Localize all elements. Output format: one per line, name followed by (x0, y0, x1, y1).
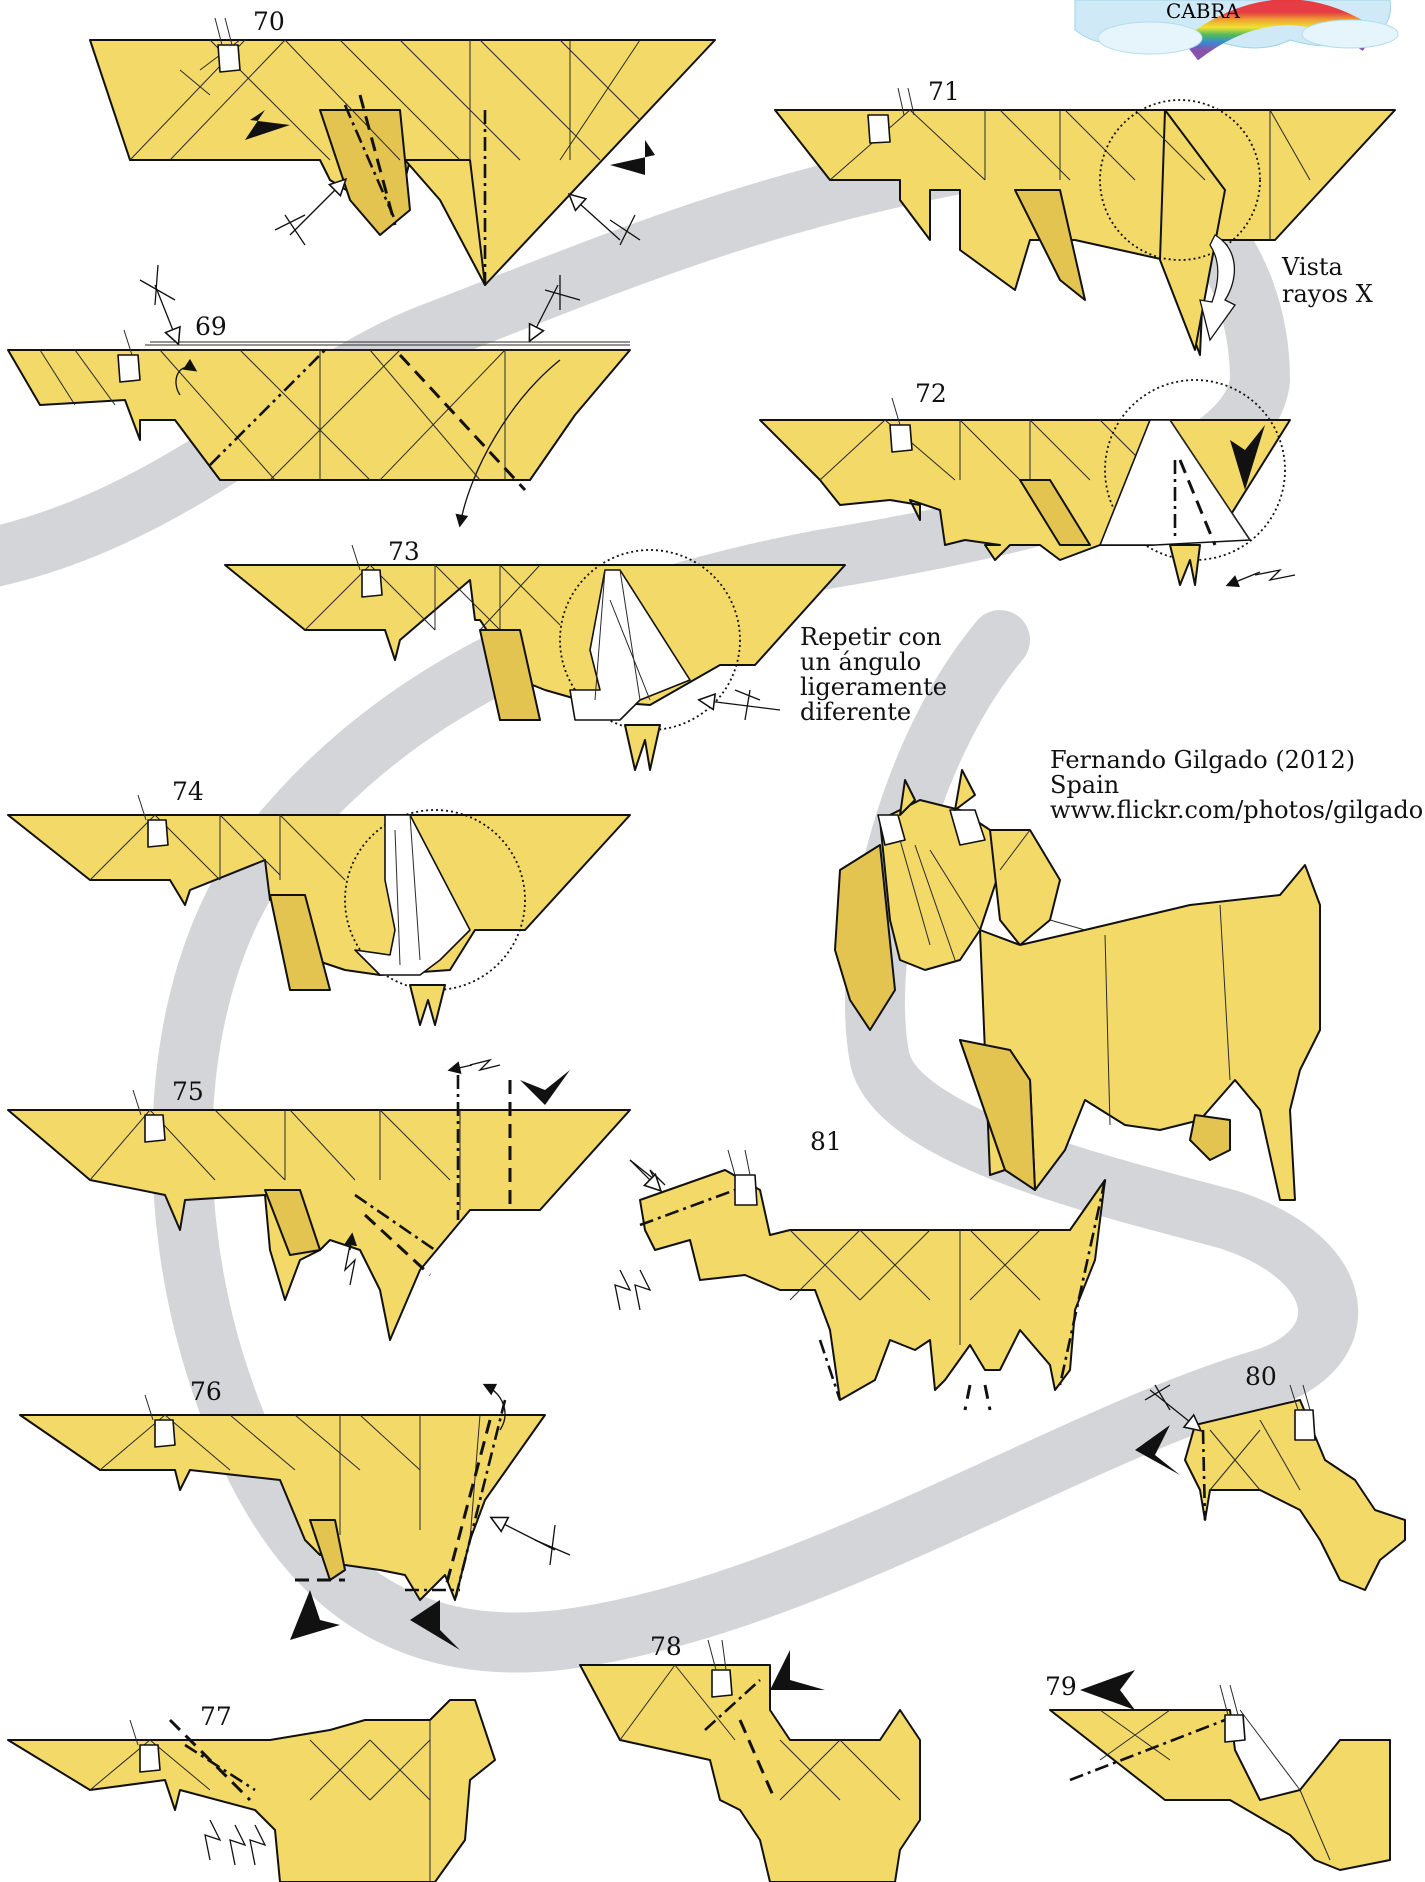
step-70-label: 70 (253, 7, 285, 36)
step-71-label: 71 (928, 77, 960, 106)
credit-author: Fernando Gilgado (2012) (1050, 746, 1355, 774)
step-80-label: 80 (1245, 1362, 1277, 1391)
step-69-label: 69 (195, 312, 227, 341)
repeat-note-line3: ligeramente (800, 673, 947, 701)
header-badge: CABRA (1075, 0, 1398, 54)
xray-note-line1: Vista (1281, 253, 1343, 281)
step-77-label: 77 (200, 1702, 232, 1731)
step-70-diagram: 70 (90, 7, 715, 285)
step-72-label: 72 (915, 379, 947, 408)
step-73-diagram: 73 Repetir con un ángulo ligeramente dif… (225, 537, 947, 770)
step-73-label: 73 (388, 537, 420, 566)
step-79-diagram: 79 (1045, 1670, 1390, 1870)
step-74-label: 74 (172, 777, 204, 806)
header-title: CABRA (1166, 0, 1241, 23)
step-75-diagram: 75 (8, 1060, 630, 1340)
step-76-label: 76 (190, 1377, 222, 1406)
repeat-note-line1: Repetir con (800, 623, 942, 651)
credit-country: Spain (1050, 771, 1119, 799)
step-74-diagram: 74 (8, 777, 630, 1025)
step-71-diagram: 71 Vista rayos X (775, 77, 1395, 355)
step-78-diagram: 78 (580, 1632, 920, 1882)
xray-note-line2: rayos X (1282, 280, 1373, 308)
step-75-label: 75 (172, 1077, 204, 1106)
step-79-label: 79 (1045, 1672, 1077, 1701)
step-81-label: 81 (810, 1127, 842, 1156)
repeat-note-line2: un ángulo (800, 648, 921, 676)
repeat-note-line4: diferente (800, 698, 911, 726)
step-78-label: 78 (650, 1632, 682, 1661)
step-76-diagram: 76 (20, 1377, 570, 1650)
credit-url: www.flickr.com/photos/gilgado (1050, 796, 1423, 824)
step-77-diagram: 77 (8, 1700, 495, 1882)
